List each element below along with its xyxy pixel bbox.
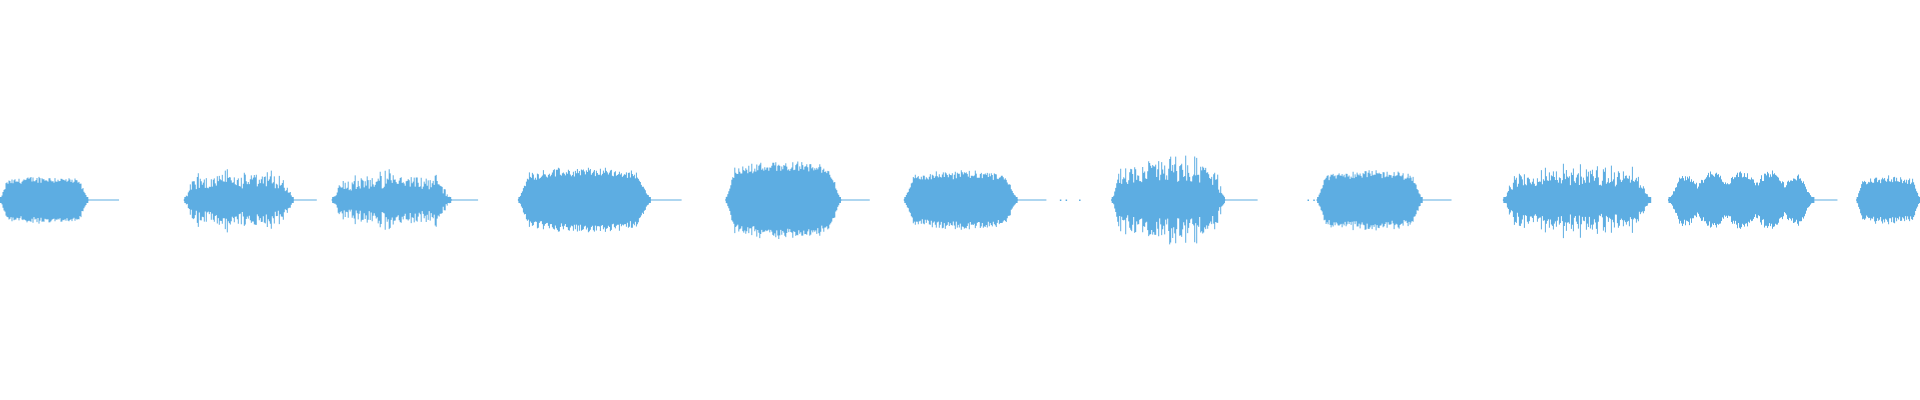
waveform-segment: [1316, 170, 1423, 231]
waveform-segment: [331, 169, 452, 230]
waveform-segment: [1856, 175, 1920, 225]
waveform-dot: [1079, 199, 1081, 201]
waveform-dot: [1307, 199, 1310, 201]
waveform-segment: [183, 169, 294, 233]
waveform-dot: [1059, 199, 1062, 201]
waveform-segment: [1502, 163, 1652, 239]
waveform-segment: [903, 170, 1018, 230]
waveform-segment: [725, 161, 842, 239]
waveform-dot: [1065, 199, 1068, 201]
waveform-segment: [517, 167, 651, 233]
waveform-dot: [1313, 199, 1315, 201]
waveform-segment: [1111, 155, 1226, 245]
waveform-segment: [1668, 170, 1815, 229]
waveform-segment: [0, 176, 89, 224]
